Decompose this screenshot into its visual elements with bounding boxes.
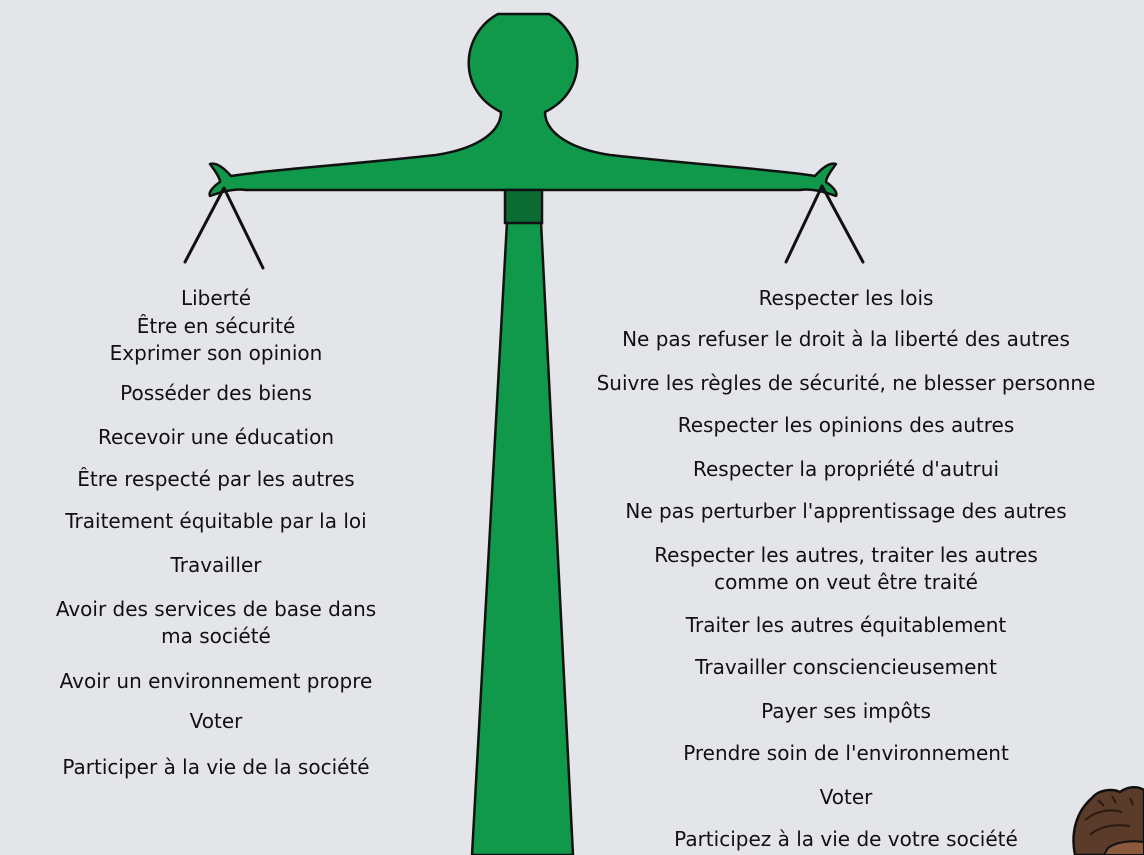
- right-item: Recevoir une éducation: [97, 425, 335, 449]
- responsibility-item: Respecter la propriété d'autrui: [692, 457, 1000, 481]
- right-item: Participer à la vie de la société: [62, 755, 370, 779]
- responsibility-item: Voter: [819, 785, 873, 809]
- responsibility-item: Ne pas perturber l'apprentissage des aut…: [625, 499, 1067, 523]
- right-item: Exprimer son opinion: [109, 341, 323, 365]
- responsibility-item: Suivre les règles de sécurité, ne blesse…: [596, 371, 1096, 395]
- responsibility-item: Respecter les lois: [758, 286, 934, 310]
- right-item: Avoir un environnement propre: [59, 669, 373, 693]
- responsibility-item: Respecter les autres, traiter les autres…: [654, 543, 1038, 594]
- responsibility-item: Prendre soin de l'environnement: [683, 741, 1009, 765]
- right-item: Posséder des biens: [120, 381, 312, 405]
- right-item: Être respecté par les autres: [77, 467, 355, 491]
- right-item: Traitement équitable par la loi: [65, 509, 367, 533]
- right-item: Voter: [189, 709, 243, 733]
- left-pan-strings: [183, 186, 265, 270]
- scale-collar: [503, 188, 544, 225]
- character-head-illustration: [1072, 786, 1144, 855]
- right-item: Travailler: [170, 553, 262, 577]
- responsibility-item: Traiter les autres équitablement: [685, 613, 1007, 637]
- scale-head-and-beam: [208, 12, 838, 198]
- responsibility-item: Participez à la vie de votre société: [674, 827, 1018, 851]
- responsibility-item: Travailler consciencieusement: [695, 655, 997, 679]
- responsibility-item: Payer ses impôts: [761, 699, 931, 723]
- responsibility-item: Respecter les opinions des autres: [677, 413, 1015, 437]
- right-pan-strings: [784, 184, 865, 264]
- right-item: Être en sécurité: [136, 314, 296, 338]
- right-item: Liberté: [180, 286, 252, 310]
- responsibility-item: Ne pas refuser le droit à la liberté des…: [622, 327, 1070, 351]
